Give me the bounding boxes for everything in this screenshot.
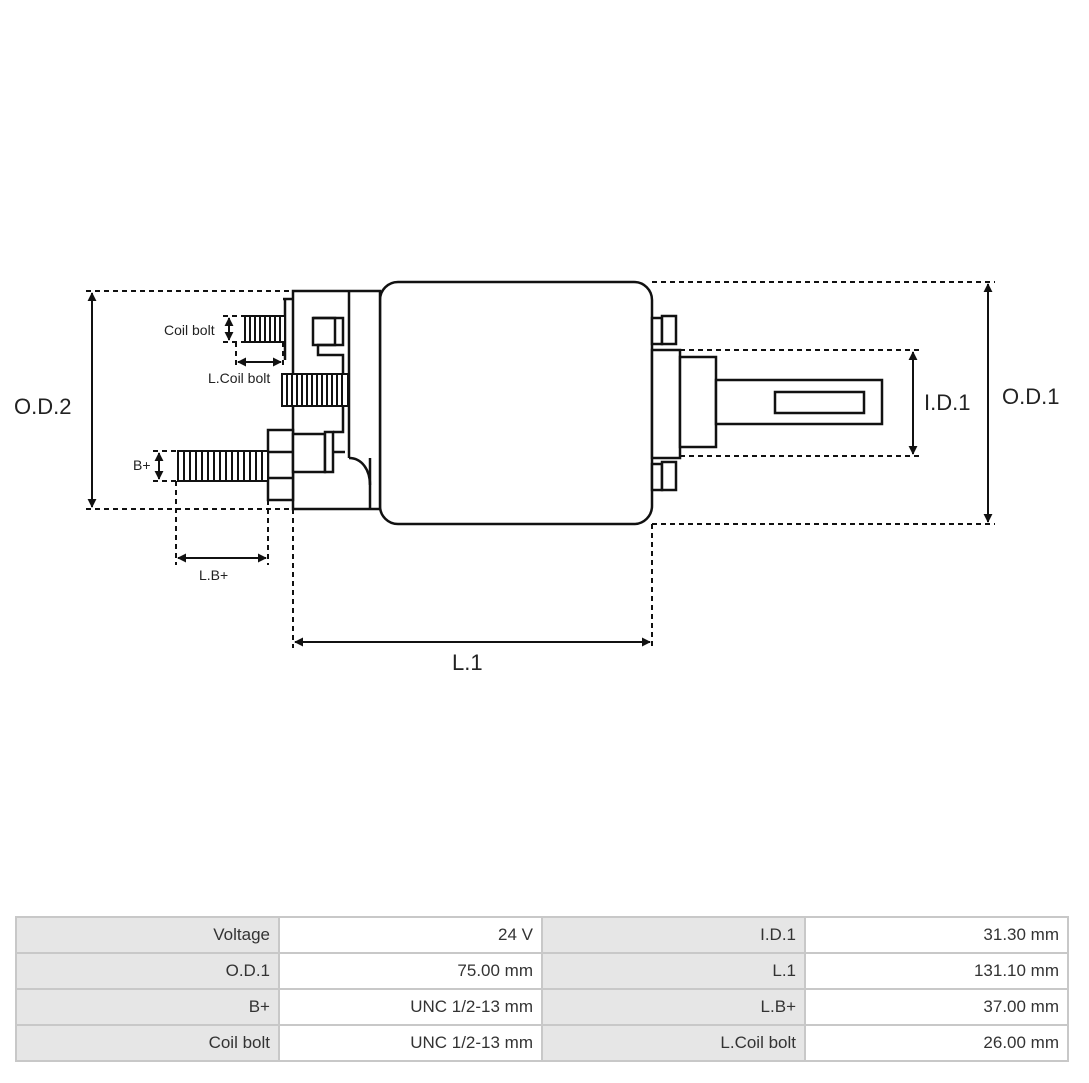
spec-label: I.D.1 <box>541 916 806 954</box>
l-b-plus-label: L.B+ <box>199 567 228 583</box>
b-plus-label: B+ <box>133 457 151 473</box>
l-coil-bolt-label: L.Coil bolt <box>208 370 270 386</box>
table-row: Coil bolt UNC 1/2-13 mm L.Coil bolt 26.0… <box>15 1024 1069 1062</box>
coil-bolt-label: Coil bolt <box>164 322 215 338</box>
spec-value: 26.00 mm <box>804 1024 1069 1062</box>
solenoid-diagram: O.D.2 O.D.1 I.D.1 L.1 Coil bolt L.Coil b… <box>14 280 1059 675</box>
spec-label: L.1 <box>541 952 806 990</box>
specs-table: Voltage 24 V I.D.1 31.30 mm O.D.1 75.00 … <box>15 916 1069 1062</box>
id1-label: I.D.1 <box>924 390 970 415</box>
spec-value: UNC 1/2-13 mm <box>278 988 543 1026</box>
extension-lines <box>86 281 995 648</box>
plunger-assembly <box>650 314 884 492</box>
table-row: Voltage 24 V I.D.1 31.30 mm <box>15 916 1069 954</box>
spec-value: 31.30 mm <box>804 916 1069 954</box>
spec-label: Voltage <box>15 916 280 954</box>
spec-label: L.Coil bolt <box>541 1024 806 1062</box>
spec-value: 24 V <box>278 916 543 954</box>
od2-label: O.D.2 <box>14 394 71 419</box>
b-plus-stud <box>177 450 269 482</box>
table-row: O.D.1 75.00 mm L.1 131.10 mm <box>15 952 1069 990</box>
dimension-arrows <box>87 283 993 647</box>
spec-value: 37.00 mm <box>804 988 1069 1026</box>
spec-label: B+ <box>15 988 280 1026</box>
spec-value: 131.10 mm <box>804 952 1069 990</box>
table-row: B+ UNC 1/2-13 mm L.B+ 37.00 mm <box>15 988 1069 1026</box>
spec-label: Coil bolt <box>15 1024 280 1062</box>
spec-label: L.B+ <box>541 988 806 1026</box>
spec-value: 75.00 mm <box>278 952 543 990</box>
middle-stud <box>281 373 349 407</box>
spec-value: UNC 1/2-13 mm <box>278 1024 543 1062</box>
coil-bolt-stud <box>244 315 286 343</box>
spec-label: O.D.1 <box>15 952 280 990</box>
l1-label: L.1 <box>452 650 483 675</box>
od1-label: O.D.1 <box>1002 384 1059 409</box>
